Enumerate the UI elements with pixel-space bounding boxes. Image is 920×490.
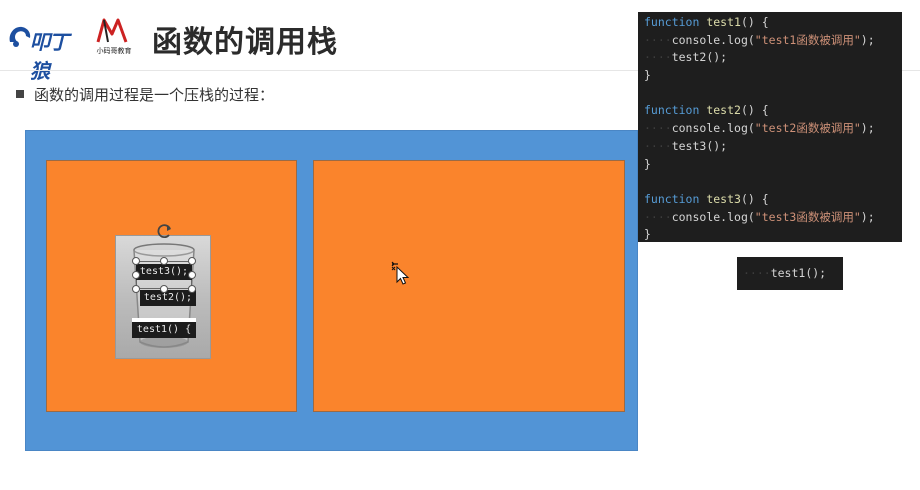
code-line: } xyxy=(644,156,896,174)
logo-brand-text: 叩丁狼 xyxy=(30,30,69,83)
resize-handle[interactable] xyxy=(188,257,196,265)
indent-dots: ···· xyxy=(644,209,672,224)
diagram-background: test3(); test2(); test1() { xyxy=(25,130,638,451)
code-text: } xyxy=(644,156,651,171)
bullet-point: 函数的调用过程是一个压栈的过程： xyxy=(16,83,274,105)
code-block: function test1() {····console.log("test1… xyxy=(638,12,902,242)
code-line: } xyxy=(644,226,896,242)
code-text: ); xyxy=(860,32,875,47)
code-text: console.log( xyxy=(671,209,755,224)
code-line: ····console.log("test1函数被调用"); xyxy=(644,32,896,50)
square-bullet-icon xyxy=(16,90,24,98)
code-line: function test3() { xyxy=(644,191,896,209)
code-line: } xyxy=(644,67,896,85)
code-keyword: function xyxy=(644,191,700,206)
stack-frame-test1: test1() { xyxy=(132,322,196,338)
page-title: 函数的调用栈 xyxy=(152,25,338,60)
resize-handle[interactable] xyxy=(132,285,140,293)
stack-panel: test3(); test2(); test1() { xyxy=(46,160,297,412)
call-text: test1(); xyxy=(770,266,827,280)
code-text: () { xyxy=(740,191,769,206)
code-text: ); xyxy=(860,121,875,136)
indent-dots: ···· xyxy=(644,121,672,136)
logo2-subtitle: 小码哥教育 xyxy=(96,47,132,55)
rotate-handle-icon[interactable] xyxy=(155,221,175,241)
code-text: ); xyxy=(860,209,875,224)
code-string: "test1函数被调用" xyxy=(754,32,861,47)
code-function-name: test2 xyxy=(699,103,741,118)
code-text: () { xyxy=(740,15,769,29)
code-line: function test2() { xyxy=(644,102,896,120)
call-code-block: ····test1(); xyxy=(737,257,843,290)
code-text: test3(); xyxy=(671,138,728,153)
resize-handle[interactable] xyxy=(160,285,168,293)
dog-logo-icon xyxy=(9,26,31,47)
code-keyword: function xyxy=(644,103,700,118)
code-string: "test3函数被调用" xyxy=(754,209,861,224)
m-logo-icon xyxy=(96,18,128,43)
call-stack-image[interactable]: test3(); test2(); test1() { xyxy=(115,235,211,359)
code-line: ····test2(); xyxy=(644,49,896,67)
slide-header: 叩丁狼 小码哥教育 函数的调用栈 xyxy=(0,0,920,83)
code-text: test2(); xyxy=(671,50,728,65)
indent-dots: ···· xyxy=(644,50,672,65)
stack-frame-test2: test2(); xyxy=(140,290,196,306)
resize-handle[interactable] xyxy=(132,257,140,265)
move-cursor-icon xyxy=(391,261,410,285)
bullet-text: 函数的调用过程是一个压栈的过程： xyxy=(34,85,275,104)
code-function-name: test1 xyxy=(699,15,741,29)
code-line: ····console.log("test3函数被调用"); xyxy=(644,209,896,227)
resize-handle[interactable] xyxy=(188,271,196,279)
resize-handle[interactable] xyxy=(188,285,196,293)
indent-dots: ···· xyxy=(644,138,672,153)
resize-handle[interactable] xyxy=(132,271,140,279)
koudingla-logo: 叩丁狼 xyxy=(6,20,82,83)
frame-highlight xyxy=(132,318,196,322)
xiaomage-logo: 小码哥教育 xyxy=(86,16,142,58)
code-text: console.log( xyxy=(671,121,755,136)
resize-handle[interactable] xyxy=(160,257,168,265)
code-text: console.log( xyxy=(671,32,755,47)
code-string: "test2函数被调用" xyxy=(754,121,861,136)
code-text: } xyxy=(644,68,651,83)
code-text: } xyxy=(644,227,651,242)
code-line: ····console.log("test2函数被调用"); xyxy=(644,120,896,138)
stack-frame-test3: test3(); xyxy=(136,264,192,280)
indent-dots: ···· xyxy=(743,266,771,280)
code-text: () { xyxy=(740,103,769,118)
code-line: ····test3(); xyxy=(644,138,896,156)
code-line: function test1() { xyxy=(644,14,896,32)
header-divider xyxy=(0,70,920,71)
code-line xyxy=(644,85,896,103)
code-keyword: function xyxy=(644,15,700,29)
code-function-name: test3 xyxy=(699,191,741,206)
indent-dots: ···· xyxy=(644,32,672,47)
animation-panel xyxy=(313,160,625,412)
code-line xyxy=(644,173,896,191)
